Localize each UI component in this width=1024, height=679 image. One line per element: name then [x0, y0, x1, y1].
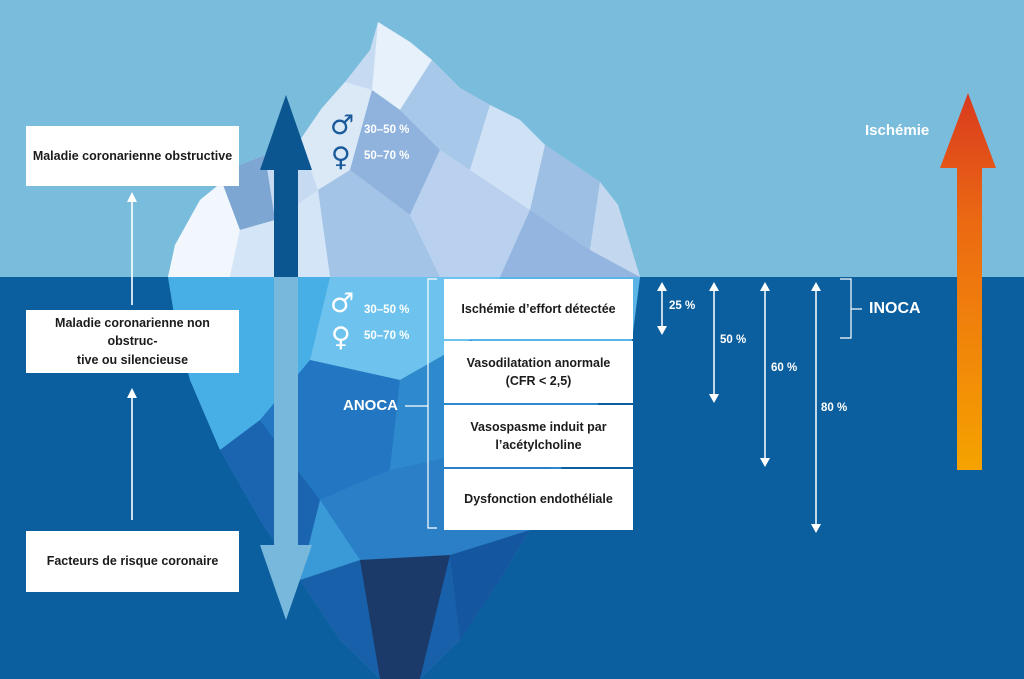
left-connector-arrows — [127, 192, 137, 520]
pct-label-25: 25 % — [669, 300, 696, 312]
female-symbol-icon: ♀ — [331, 142, 351, 173]
pct-label-60: 60 % — [771, 362, 798, 374]
central-down-arrow — [260, 277, 312, 620]
percentage-arrows — [657, 282, 821, 533]
inoca-bracket — [840, 278, 862, 339]
central-up-arrow — [260, 95, 312, 277]
non-obstructive-cad-box: Maladie coronarienne non obstruc- tive o… — [26, 310, 239, 373]
pct-label-80: 80 % — [821, 402, 848, 414]
anoca-box-vasospasm: Vasospasme induit par l’acétylcholine — [444, 405, 633, 467]
pct-arrow-50 — [709, 282, 719, 403]
male-pct-above: 30–50 % — [364, 124, 410, 136]
anoca-box-effort-ischemia: Ischémie d’effort détectée — [444, 279, 633, 339]
inoca-label: INOCA — [869, 300, 921, 317]
female-pct-above: 50–70 % — [364, 150, 410, 162]
pct-arrow-25 — [657, 282, 667, 335]
ischemia-heat-arrow — [940, 93, 996, 470]
female-pct-below: 50–70 % — [364, 330, 410, 342]
anoca-label: ANOCA — [343, 397, 398, 414]
pct-arrow-60 — [760, 282, 770, 467]
anoca-box-abnormal-vasodilation: Vasodilatation anormale (CFR < 2,5) — [444, 341, 633, 403]
male-pct-below: 30–50 % — [364, 304, 410, 316]
male-symbol-icon: ♂ — [330, 288, 355, 319]
ischemia-label: Ischémie — [865, 122, 930, 139]
risk-factors-box: Facteurs de risque coronaire — [26, 531, 239, 592]
male-symbol-icon: ♂ — [330, 110, 355, 141]
obstructive-cad-box: Maladie coronarienne obstructive — [26, 126, 239, 186]
female-symbol-icon: ♀ — [331, 322, 351, 353]
anoca-bracket — [405, 278, 437, 529]
pct-label-50: 50 % — [720, 334, 747, 346]
pct-arrow-80 — [811, 282, 821, 533]
anoca-box-endothelial-dysfunction: Dysfonction endothéliale — [444, 469, 633, 530]
